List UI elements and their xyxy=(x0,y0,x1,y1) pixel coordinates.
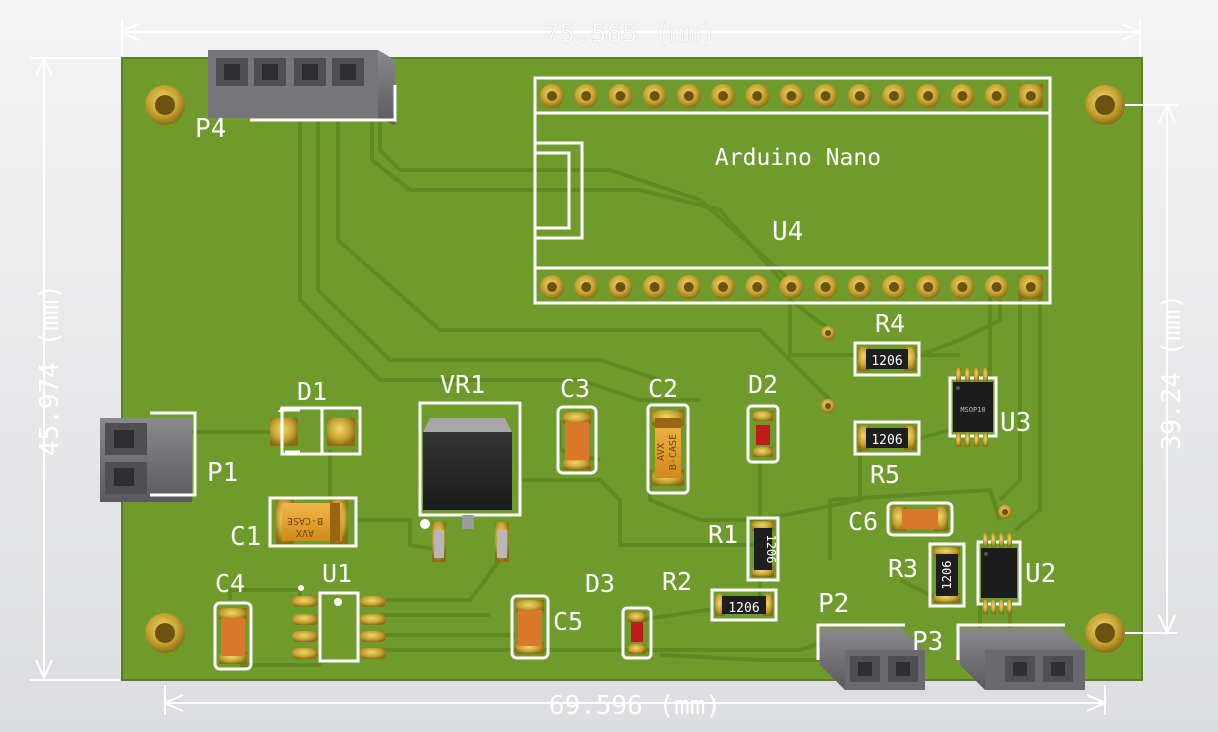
led-d2 xyxy=(746,404,780,464)
resistor-r2 xyxy=(710,588,778,622)
nano-pin-hole xyxy=(1025,91,1036,101)
label-c2: C2 xyxy=(648,374,678,403)
dimension-texts: 75.565 (mm) 69.596 (mm) 45.974 (mm) 39.2… xyxy=(35,19,1187,721)
vias xyxy=(821,326,1012,519)
diode-d1 xyxy=(270,406,362,456)
nano-pin-hole xyxy=(752,282,763,292)
nano-pin-hole xyxy=(923,91,934,101)
dim-right-spacing: 39.24 (mm) xyxy=(1157,294,1187,451)
c1-brand: AVX xyxy=(296,527,314,538)
nano-pin-hole xyxy=(889,282,899,292)
c1-case: B-CASE xyxy=(287,515,323,526)
module-u4-outline xyxy=(533,76,1052,305)
dim-bottom-width: 69.596 (mm) xyxy=(549,691,721,721)
capacitor-c2 xyxy=(646,403,690,495)
label-r2: R2 xyxy=(662,567,692,596)
ic-u3: MSOP10 xyxy=(948,368,998,447)
capacitor-c6 xyxy=(886,501,954,537)
nano-pin-hole xyxy=(786,91,797,101)
nano-pin-hole xyxy=(991,282,1002,292)
r2-marking: 1206 xyxy=(728,601,759,616)
svg-text:MSOP10: MSOP10 xyxy=(960,406,985,414)
nano-pin-hole xyxy=(547,91,557,101)
nano-pin-hole xyxy=(854,282,865,292)
nano-pin-hole xyxy=(718,91,728,101)
label-p2: P2 xyxy=(818,589,849,619)
label-p3: P3 xyxy=(912,627,943,657)
nano-pin-hole xyxy=(615,91,626,101)
nano-pin-hole xyxy=(957,282,968,292)
dimension-lines xyxy=(30,20,1178,715)
nano-pin-hole xyxy=(820,91,831,101)
label-p1: P1 xyxy=(207,458,238,488)
nano-pin-hole xyxy=(581,282,592,292)
label-r5: R5 xyxy=(870,460,900,489)
reference-designators: P4 U4 R4 D1 VR1 C3 C2 D2 U3 R5 P1 C1 C6 … xyxy=(195,114,1056,657)
ic-u1 xyxy=(292,585,386,663)
nano-pin-hole xyxy=(1025,282,1036,292)
ic-u2 xyxy=(976,533,1022,614)
regulator-vr1 xyxy=(418,401,522,562)
label-u3: U3 xyxy=(1000,408,1031,438)
c2-brand: AVX xyxy=(656,443,667,461)
dim-left-height: 45.974 (mm) xyxy=(35,284,65,456)
nano-pin-hole xyxy=(820,282,831,292)
nano-pin-hole xyxy=(854,91,865,101)
resistor-r5 xyxy=(853,420,921,456)
label-c6: C6 xyxy=(848,507,878,536)
nano-pin-hole xyxy=(786,282,797,292)
capacitor-c4 xyxy=(213,601,253,671)
nano-pin-hole xyxy=(649,282,660,292)
nano-pin-hole xyxy=(683,282,694,292)
resistor-r3 xyxy=(928,542,966,608)
nano-pin-hole xyxy=(957,91,968,101)
r3-marking: 1206 xyxy=(940,561,954,590)
led-d3 xyxy=(621,606,653,660)
capacitor-c3 xyxy=(556,405,598,475)
connector-p1 xyxy=(100,411,197,502)
mounting-holes xyxy=(145,85,1125,653)
label-d2: D2 xyxy=(748,370,778,399)
label-c4: C4 xyxy=(215,569,245,598)
nano-pin-hole xyxy=(718,282,728,292)
label-r4: R4 xyxy=(875,309,905,338)
resistor-r1 xyxy=(746,516,780,582)
capacitor-c5 xyxy=(510,594,550,660)
r1-marking: 1206 xyxy=(764,535,778,564)
nano-pin-hole xyxy=(649,91,660,101)
c2-case: B-CASE xyxy=(668,434,679,470)
nano-pin-rows xyxy=(540,84,1043,299)
label-d3: D3 xyxy=(585,569,615,598)
label-u1: U1 xyxy=(322,559,352,588)
label-r1: R1 xyxy=(708,520,738,549)
nano-pin-hole xyxy=(547,282,557,292)
dim-top-width: 75.565 (mm) xyxy=(544,19,716,49)
label-c3: C3 xyxy=(560,374,590,403)
r4-marking: 1206 xyxy=(871,354,902,369)
label-u4: U4 xyxy=(772,217,803,247)
connector-p4 xyxy=(208,50,397,125)
label-u2: U2 xyxy=(1025,559,1056,589)
nano-pin-hole xyxy=(889,91,899,101)
nano-pin-hole xyxy=(752,91,763,101)
nano-pin-hole xyxy=(581,91,592,101)
nano-pin-hole xyxy=(615,282,626,292)
label-vr1: VR1 xyxy=(440,370,485,399)
connector-p2 xyxy=(816,623,925,690)
label-c1: C1 xyxy=(230,522,261,552)
r5-marking: 1206 xyxy=(871,433,902,448)
nano-pin-hole xyxy=(683,91,694,101)
nano-pin-hole xyxy=(923,282,934,292)
nano-pin-hole xyxy=(991,91,1002,101)
label-c5: C5 xyxy=(553,607,583,636)
label-p4: P4 xyxy=(195,114,226,144)
resistor-r4 xyxy=(853,341,921,377)
label-d1: D1 xyxy=(297,377,327,406)
label-r3: R3 xyxy=(888,554,918,583)
capacitor-c1 xyxy=(268,496,358,548)
nano-label: Arduino Nano xyxy=(715,145,881,171)
connector-p3 xyxy=(956,623,1085,690)
